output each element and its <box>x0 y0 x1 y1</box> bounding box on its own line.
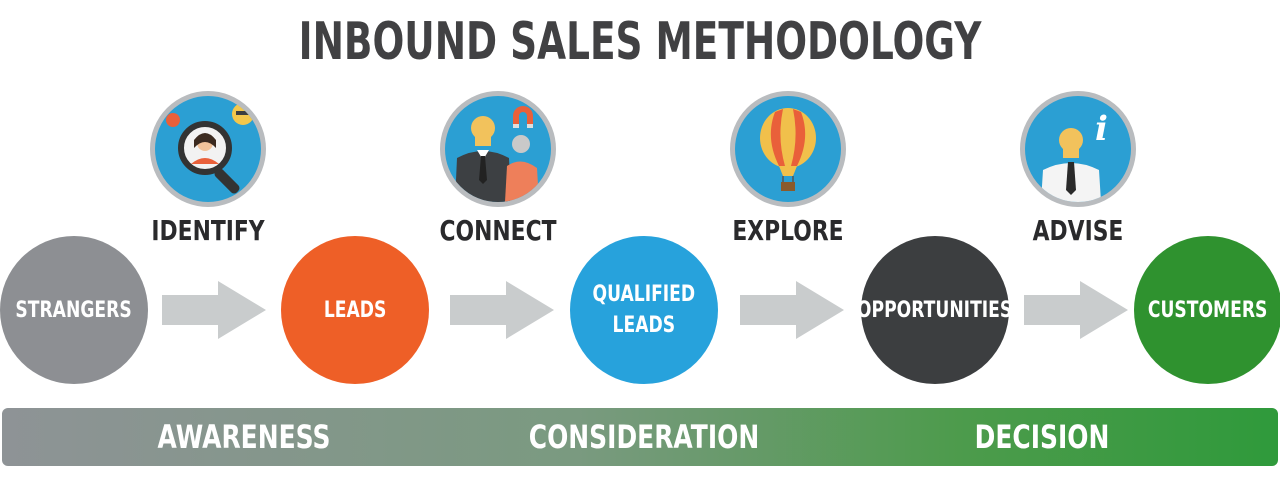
phase-awareness: AWARENESS <box>157 418 331 456</box>
page-title: INBOUND SALES METHODOLOGY <box>298 12 982 72</box>
hot-air-balloon-icon <box>730 91 846 207</box>
person-info-icon: i <box>1020 91 1136 207</box>
action-label-identify: IDENTIFY <box>151 214 265 247</box>
stage-customers: CUSTOMERS <box>1134 236 1280 384</box>
magnifier-person-icon <box>150 91 266 207</box>
stage-label-qualified-leads: QUALIFIED LEADS <box>592 282 696 338</box>
arrow-right-icon <box>162 281 266 339</box>
stage-label-leads: LEADS <box>323 297 387 323</box>
stage-qualified-leads: QUALIFIED LEADS <box>570 236 718 384</box>
stage-label-strangers: STRANGERS <box>15 297 133 323</box>
arrow-right-icon <box>1024 281 1128 339</box>
phase-bar <box>2 408 1278 466</box>
stage-leads: LEADS <box>281 236 429 384</box>
phase-decision: DECISION <box>974 418 1110 456</box>
action-label-explore: EXPLORE <box>732 214 844 247</box>
arrow-right-icon <box>740 281 844 339</box>
action-label-connect: CONNECT <box>439 214 557 247</box>
stage-label-opportunities: OPPORTUNITIES <box>857 297 1013 323</box>
stage-strangers: STRANGERS <box>0 236 148 384</box>
people-magnet-icon <box>440 91 556 207</box>
arrow-right-icon <box>450 281 554 339</box>
stage-label-customers: CUSTOMERS <box>1148 297 1268 323</box>
action-label-advise: ADVISE <box>1032 214 1124 247</box>
stage-opportunities: OPPORTUNITIES <box>857 236 1013 384</box>
svg-text:i: i <box>1095 109 1108 149</box>
phase-consideration: CONSIDERATION <box>528 418 760 456</box>
